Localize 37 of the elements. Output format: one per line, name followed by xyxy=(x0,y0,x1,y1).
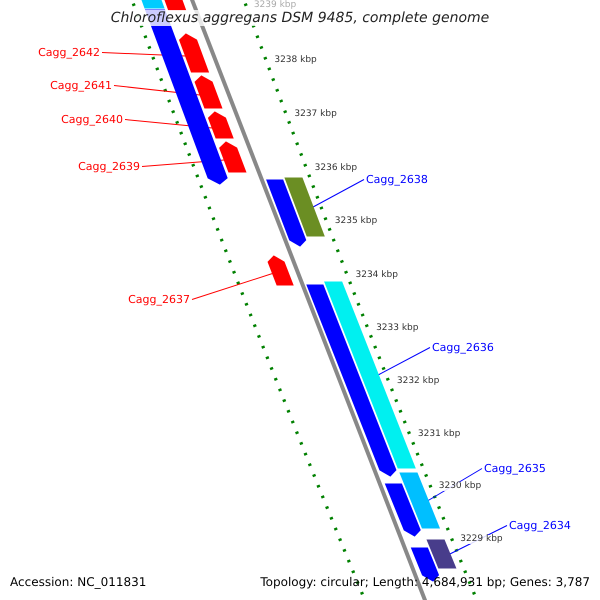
gene-bar xyxy=(179,33,210,72)
tick-label: 3230 kbp xyxy=(438,482,482,491)
gene-bar xyxy=(306,284,396,477)
gene-bar xyxy=(399,472,440,528)
tick-label: 3238 kbp xyxy=(274,56,317,65)
gene-bar xyxy=(426,540,456,568)
tick-label: 3234 kbp xyxy=(356,271,398,280)
gene-bar xyxy=(284,178,325,236)
tick-label: 3236 kbp xyxy=(314,164,358,173)
gene-label: Cagg_2639 xyxy=(78,161,140,172)
gene-bar xyxy=(384,484,421,537)
gene-bar xyxy=(266,180,306,247)
gene-label: Cagg_2634 xyxy=(509,520,571,531)
gene-bar xyxy=(194,75,223,108)
tick-label: 3239 kbp xyxy=(254,1,296,10)
title: Chloroflexus aggregans DSM 9485, complete genome xyxy=(110,11,490,25)
leader-line xyxy=(192,273,273,300)
leader-line xyxy=(378,347,430,376)
gene-label: Cagg_2637 xyxy=(128,294,190,305)
footer-text: Topology: circular; Length: 4,684,931 bp; Genes: 3,787 xyxy=(260,576,590,588)
gene-label: Cagg_2636 xyxy=(432,342,494,353)
tick-label: 3237 kbp xyxy=(294,110,337,119)
gene-label: Cagg_2635 xyxy=(484,463,546,474)
leader-line xyxy=(312,179,364,208)
gene-label: Cagg_2638 xyxy=(366,174,428,185)
gene-label: Cagg_2642 xyxy=(38,47,100,58)
gene-bar xyxy=(208,111,234,138)
tick-label: 3231 kbp xyxy=(418,430,460,439)
gene-bar xyxy=(268,255,294,286)
gene-bar xyxy=(219,141,247,172)
gene-label: Cagg_2640 xyxy=(61,114,123,125)
gene-label: Cagg_2641 xyxy=(50,80,112,91)
footer-text: Accession: NC_011831 xyxy=(10,576,146,588)
tick-label: 3229 kbp xyxy=(460,535,503,544)
tick-label: 3233 kbp xyxy=(376,324,418,333)
tick-label: 3235 kbp xyxy=(334,217,378,226)
tick-label: 3232 kbp xyxy=(396,377,440,386)
